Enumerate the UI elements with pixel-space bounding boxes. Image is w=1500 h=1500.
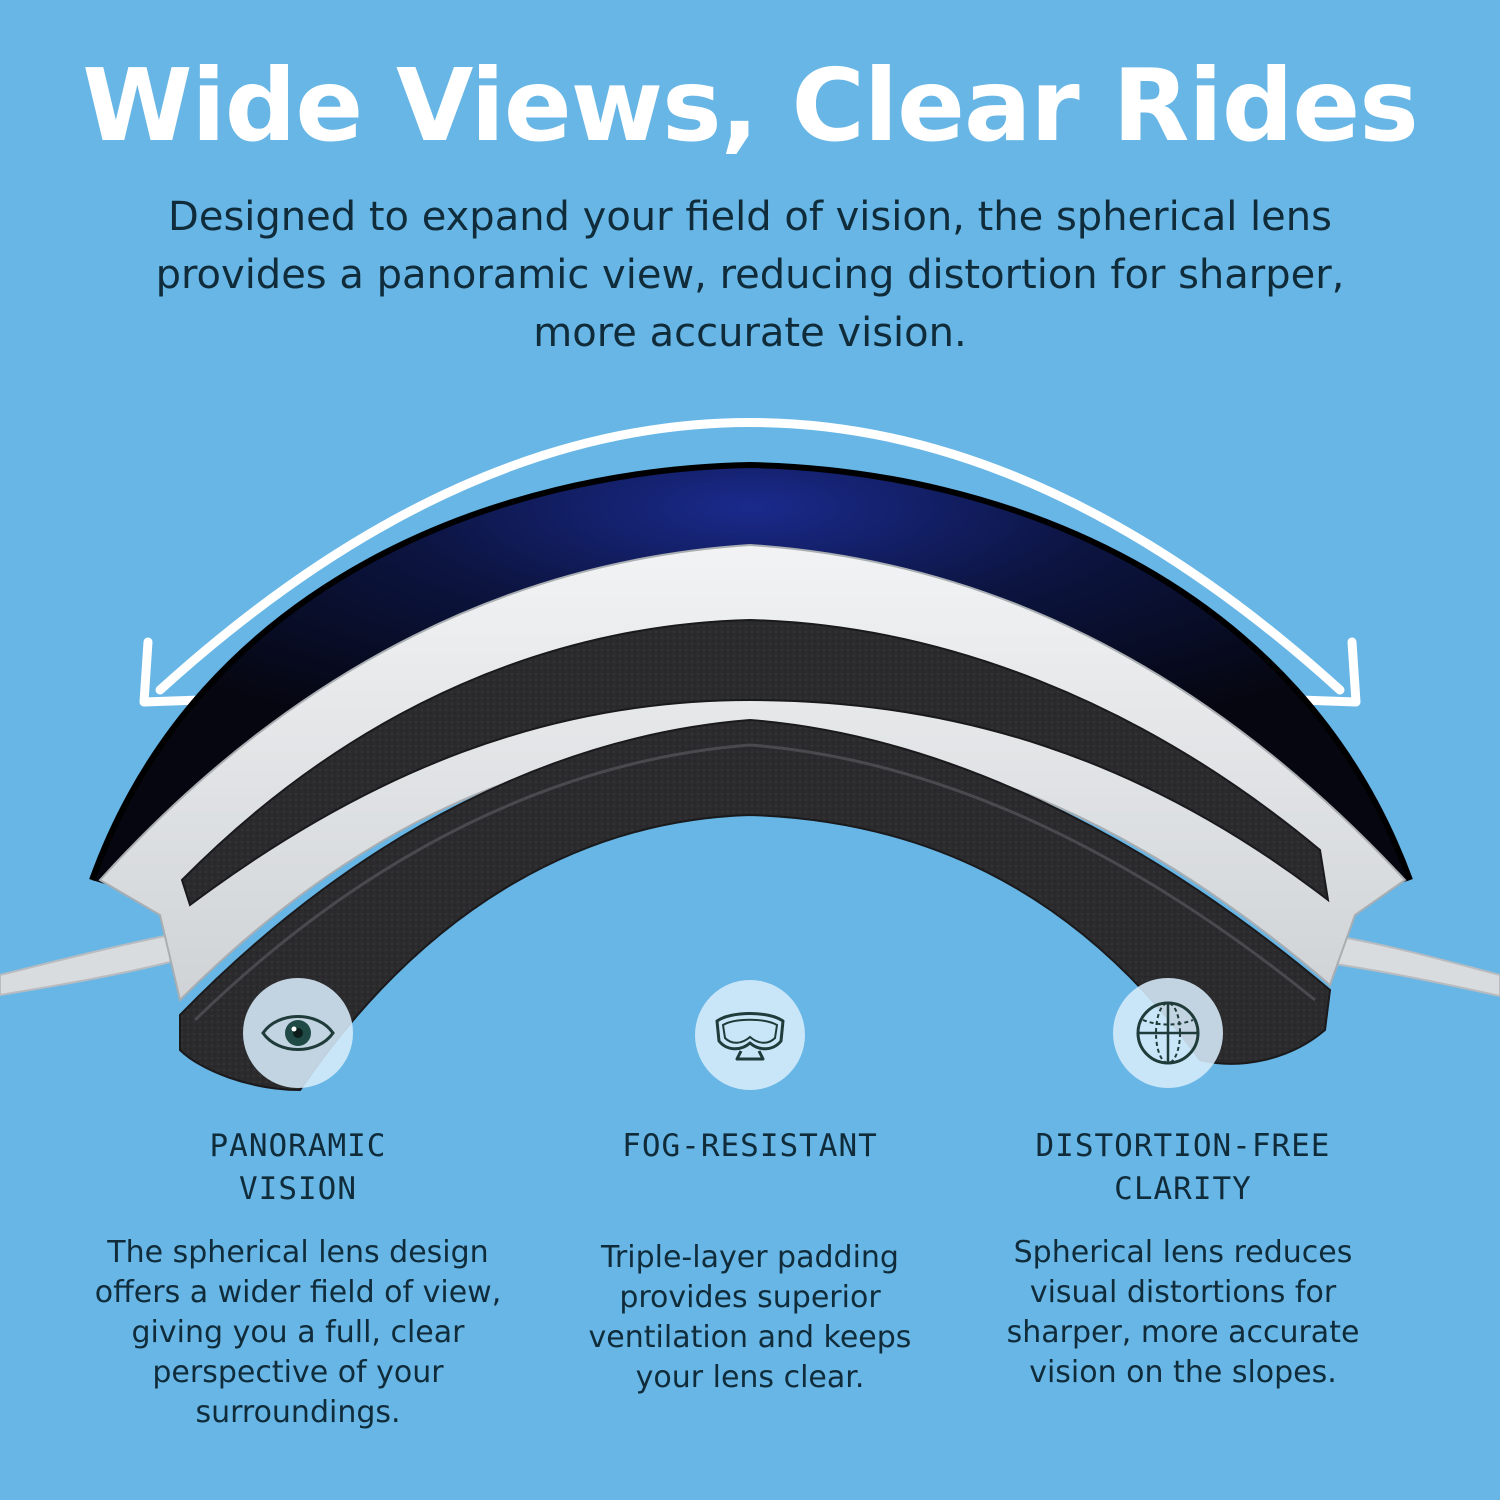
- feature-3-icon-circle: [1113, 978, 1223, 1088]
- feature-text: Spherical lens reduces visual distortion…: [1006, 1235, 1360, 1390]
- lens: [92, 465, 1410, 885]
- arc-arrow-left-head: [139, 637, 205, 707]
- right-strap: [1320, 933, 1500, 998]
- feature-text: The spherical lens design offers a wider…: [94, 1235, 502, 1430]
- subheadline: Designed to expand your field of vision,…: [155, 194, 1345, 356]
- globe-icon: [1136, 1001, 1200, 1065]
- feature-fog-resistant: FOG-RESISTANT Triple-layer padding provi…: [520, 1125, 980, 1398]
- feature-distortion-free-clarity: DISTORTION-FREE CLARITY Spherical lens r…: [953, 1125, 1413, 1393]
- feature-text: Triple-layer padding provides superior v…: [588, 1240, 912, 1395]
- feature-title: FOG-RESISTANT: [622, 1128, 878, 1164]
- feature-1-icon-circle: [243, 978, 353, 1088]
- goggles-icon: [715, 1012, 785, 1061]
- eye-icon: [261, 1015, 335, 1051]
- feature-panoramic-vision: PANORAMIC VISION The spherical lens desi…: [68, 1125, 528, 1433]
- arc-arrow-right-head: [1295, 637, 1361, 707]
- left-strap: [0, 933, 180, 997]
- feature-title: DISTORTION-FREE CLARITY: [1035, 1128, 1331, 1207]
- upper-foam: [180, 618, 1330, 907]
- arc-arrow: [155, 418, 1345, 695]
- headline: Wide Views, Clear Rides: [82, 47, 1419, 164]
- feature-title: PANORAMIC VISION: [209, 1128, 387, 1207]
- feature-2-icon-circle: [695, 980, 805, 1090]
